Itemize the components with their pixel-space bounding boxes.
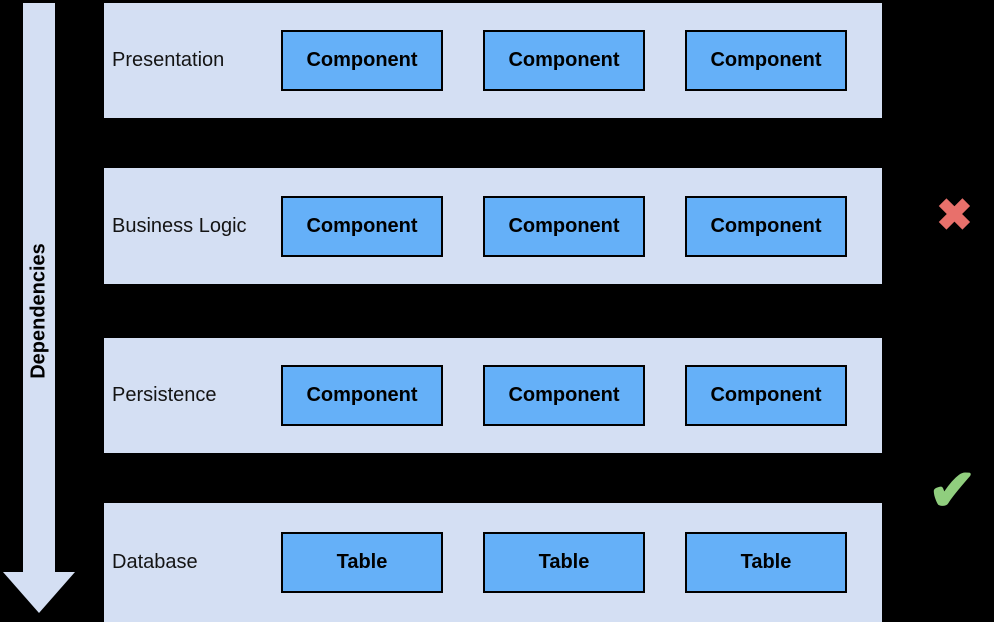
table-box: Table [483, 532, 645, 593]
component-box: Component [685, 365, 847, 426]
component-box: Component [281, 30, 443, 91]
layer-label-database: Database [112, 551, 198, 573]
component-box: Component [685, 195, 847, 257]
component-box: Component [483, 365, 645, 426]
component-box: Component [281, 365, 443, 426]
layer-presentation: Presentation Component Component Compone… [104, 3, 882, 118]
layer-presentation-boxes: Component Component Component [281, 30, 847, 91]
check-icon: ✔ [928, 458, 977, 523]
table-box: Table [281, 532, 443, 593]
cross-icon: ✖ [936, 191, 973, 240]
layer-database: Database Table Table Table [104, 503, 882, 622]
layer-label-presentation: Presentation [112, 49, 225, 71]
component-box: Component [483, 30, 645, 91]
layer-label-persistence: Persistence [112, 384, 217, 406]
arrow-down-icon [3, 572, 75, 613]
layer-persistence-boxes: Component Component Component [281, 365, 847, 426]
layer-label-business-logic: Business Logic [112, 214, 247, 237]
component-box: Component [281, 195, 443, 257]
dependencies-arrow-shaft [23, 3, 55, 573]
component-box: Component [685, 30, 847, 91]
layer-database-boxes: Table Table Table [281, 532, 847, 593]
dependencies-axis-label: Dependencies [27, 243, 50, 379]
layer-business-logic: Business Logic Component Component Compo… [104, 168, 882, 284]
layer-persistence: Persistence Component Component Componen… [104, 338, 882, 453]
table-box: Table [685, 532, 847, 593]
layer-business-logic-boxes: Component Component Component [281, 195, 847, 257]
component-box: Component [483, 195, 645, 257]
